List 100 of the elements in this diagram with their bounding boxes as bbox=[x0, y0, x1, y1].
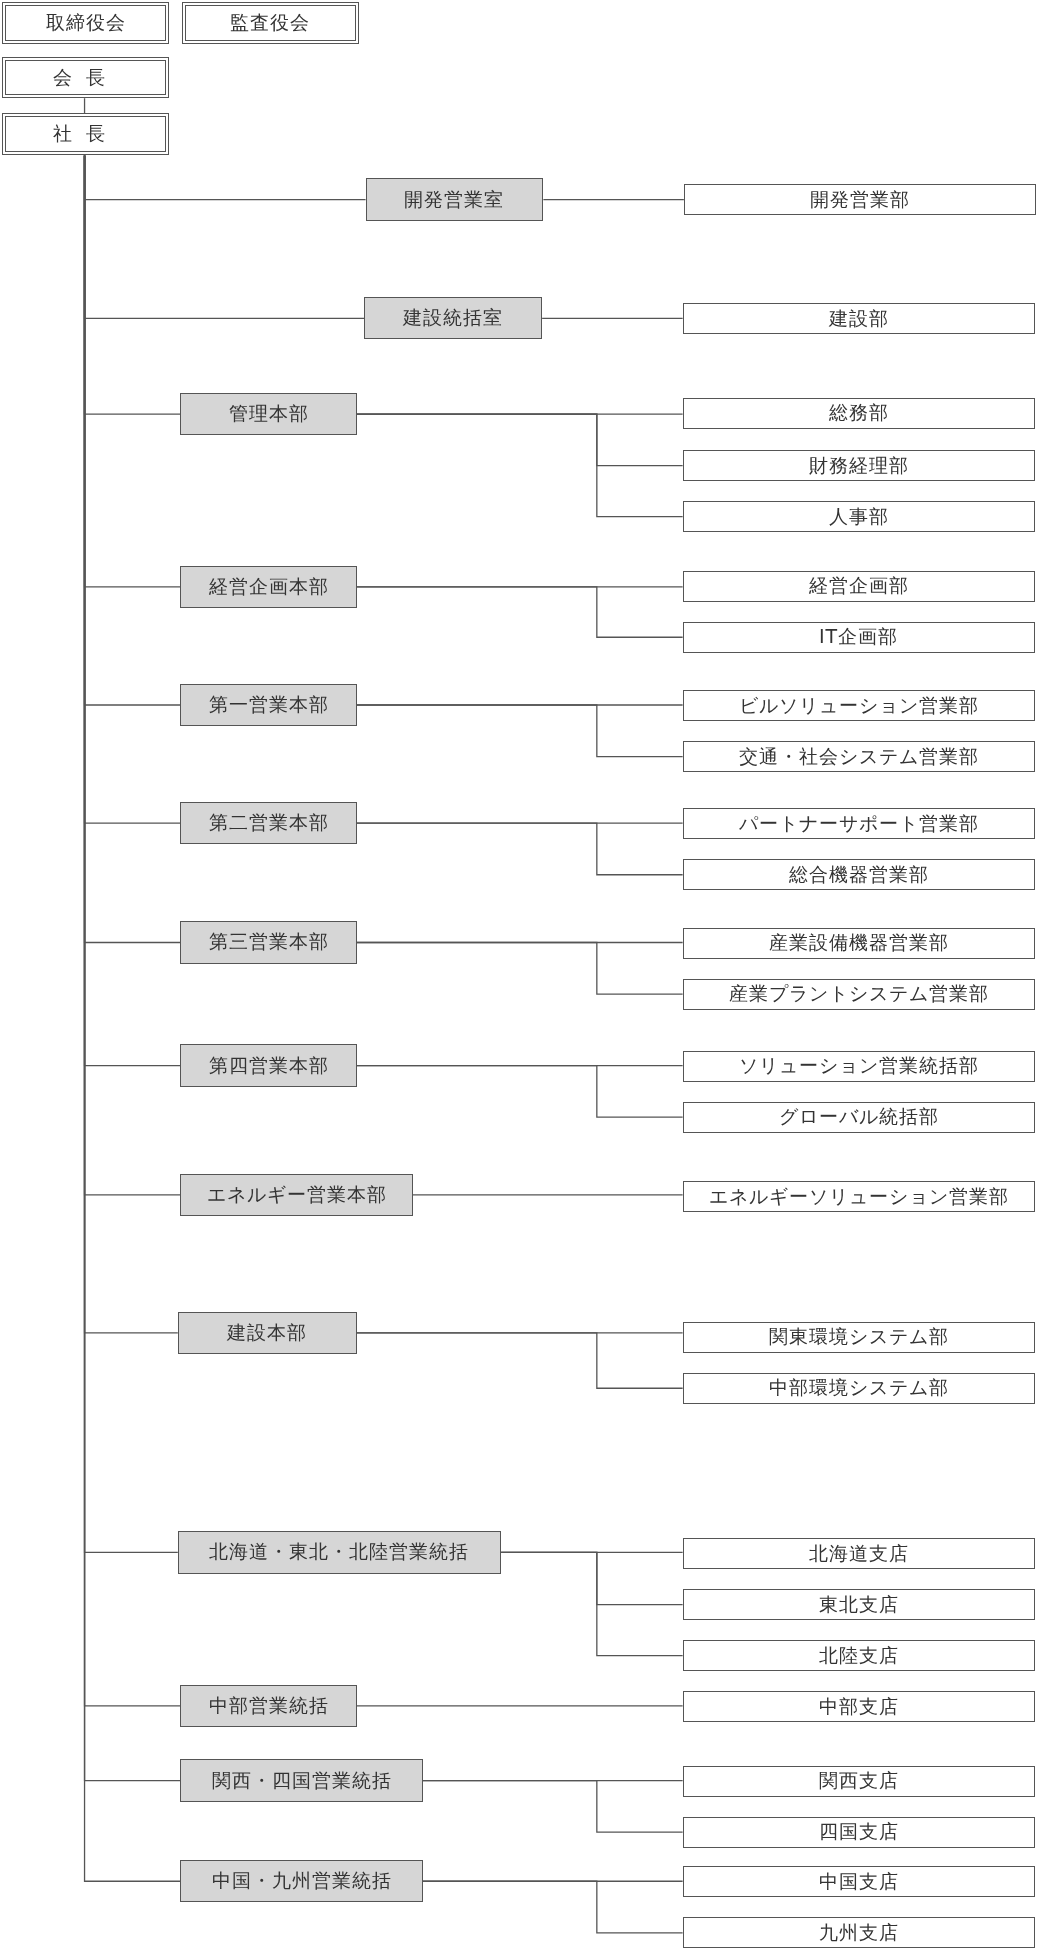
department-box bbox=[682, 450, 1035, 482]
department-box bbox=[683, 184, 1036, 216]
box-label: グローバル統括部 bbox=[778, 1104, 939, 1130]
division-box bbox=[177, 1530, 502, 1575]
box-label: 中部環境システム部 bbox=[768, 1375, 949, 1401]
department-box bbox=[682, 1372, 1035, 1404]
division-box bbox=[180, 1173, 413, 1217]
department-box bbox=[682, 927, 1035, 959]
box-label: パートナーサポート営業部 bbox=[738, 810, 979, 836]
connector-line bbox=[356, 941, 684, 995]
box-label: 建設部 bbox=[828, 305, 889, 331]
box-label: 第二営業本部 bbox=[208, 810, 329, 836]
division-box bbox=[180, 1860, 423, 1903]
department-box bbox=[682, 1050, 1035, 1082]
box-label: 中部営業統括 bbox=[208, 1692, 329, 1718]
department-box bbox=[682, 1181, 1035, 1213]
department-box bbox=[682, 570, 1035, 602]
division-box bbox=[180, 1684, 357, 1728]
department-box bbox=[682, 1917, 1035, 1949]
connector-line bbox=[356, 704, 684, 758]
department-box bbox=[682, 859, 1035, 891]
department-box bbox=[682, 1538, 1035, 1570]
department-box bbox=[682, 1101, 1035, 1133]
box-label: 経営企画部 bbox=[808, 573, 909, 599]
executive-box bbox=[2, 57, 170, 99]
division-box bbox=[180, 392, 357, 436]
division-box bbox=[365, 177, 544, 222]
division-box bbox=[364, 297, 543, 340]
department-box bbox=[682, 1640, 1035, 1672]
connector-line bbox=[541, 317, 684, 319]
connector-line bbox=[542, 198, 685, 201]
department-box bbox=[682, 397, 1035, 429]
department-box bbox=[682, 808, 1035, 840]
box-label: 管理本部 bbox=[228, 401, 309, 427]
box-label: 中部支店 bbox=[818, 1693, 899, 1719]
department-box bbox=[682, 621, 1035, 653]
box-label: 北海道支店 bbox=[808, 1540, 909, 1566]
box-label: 産業設備機器営業部 bbox=[768, 930, 949, 956]
box-label: 北陸支店 bbox=[818, 1642, 899, 1668]
box-label: 関西支店 bbox=[818, 1768, 899, 1794]
box-label: 建設統括室 bbox=[403, 305, 504, 331]
executive-box bbox=[2, 2, 170, 44]
box-label: 第四営業本部 bbox=[208, 1052, 329, 1078]
box-label: 関東環境システム部 bbox=[768, 1324, 949, 1350]
division-box bbox=[180, 565, 357, 608]
box-label: 監査役会 bbox=[230, 10, 311, 35]
box-label: 経営企画本部 bbox=[208, 573, 329, 599]
division-box bbox=[180, 1759, 423, 1802]
department-box bbox=[682, 1816, 1035, 1848]
box-label: 産業プラントシステム営業部 bbox=[728, 981, 989, 1007]
box-label: 関西・四国営業統括 bbox=[211, 1767, 392, 1793]
division-box bbox=[180, 802, 357, 845]
department-box bbox=[682, 1321, 1035, 1353]
connector-line bbox=[356, 822, 684, 876]
box-label: 取締役会 bbox=[45, 10, 126, 35]
connector-line bbox=[412, 1194, 684, 1196]
connector-line bbox=[422, 1779, 684, 1833]
box-label: IT企画部 bbox=[818, 624, 899, 650]
box-label: エネルギー営業本部 bbox=[206, 1181, 387, 1207]
box-label: 中国・九州営業統括 bbox=[211, 1868, 392, 1894]
box-label: 九州支店 bbox=[818, 1919, 899, 1945]
box-label: 開発営業室 bbox=[404, 186, 505, 212]
department-box bbox=[682, 741, 1035, 773]
box-label: 第三営業本部 bbox=[208, 929, 329, 955]
department-box bbox=[682, 690, 1035, 722]
connector-line bbox=[356, 413, 684, 518]
division-box bbox=[180, 1044, 357, 1087]
department-box bbox=[682, 303, 1035, 335]
division-box bbox=[177, 1311, 357, 1355]
box-label: 財務経理部 bbox=[808, 452, 909, 478]
box-label: 社長 bbox=[52, 121, 119, 147]
department-box bbox=[682, 501, 1035, 533]
box-label: 会長 bbox=[52, 64, 119, 90]
department-box bbox=[682, 1765, 1035, 1797]
executive-box bbox=[2, 113, 170, 156]
box-label: 北海道・東北・北陸営業統括 bbox=[209, 1539, 470, 1565]
box-label: 中国支店 bbox=[818, 1868, 899, 1894]
connector-line bbox=[356, 1332, 684, 1389]
department-box bbox=[682, 1691, 1035, 1723]
box-label: ソリューション営業統括部 bbox=[738, 1053, 979, 1079]
department-box bbox=[682, 1589, 1035, 1621]
box-label: 建設本部 bbox=[227, 1319, 308, 1345]
connector-line bbox=[500, 1551, 684, 1657]
connector-line bbox=[356, 586, 684, 638]
department-box bbox=[682, 1866, 1035, 1898]
connector-line bbox=[356, 1064, 684, 1118]
box-label: ビルソリューション営業部 bbox=[738, 692, 979, 718]
box-label: エネルギーソリューション営業部 bbox=[708, 1183, 1009, 1209]
box-label: 総合機器営業部 bbox=[788, 861, 929, 887]
executive-box bbox=[181, 2, 360, 44]
box-label: 人事部 bbox=[828, 503, 889, 529]
box-label: 交通・社会システム営業部 bbox=[738, 743, 979, 769]
division-box bbox=[180, 921, 357, 964]
connector-line bbox=[356, 1705, 684, 1707]
box-label: 東北支店 bbox=[818, 1591, 899, 1617]
box-label: 開発営業部 bbox=[809, 186, 910, 212]
box-label: 四国支店 bbox=[818, 1819, 899, 1845]
division-box bbox=[180, 683, 357, 727]
box-label: 第一営業本部 bbox=[208, 692, 329, 717]
connector-line bbox=[422, 1880, 684, 1934]
